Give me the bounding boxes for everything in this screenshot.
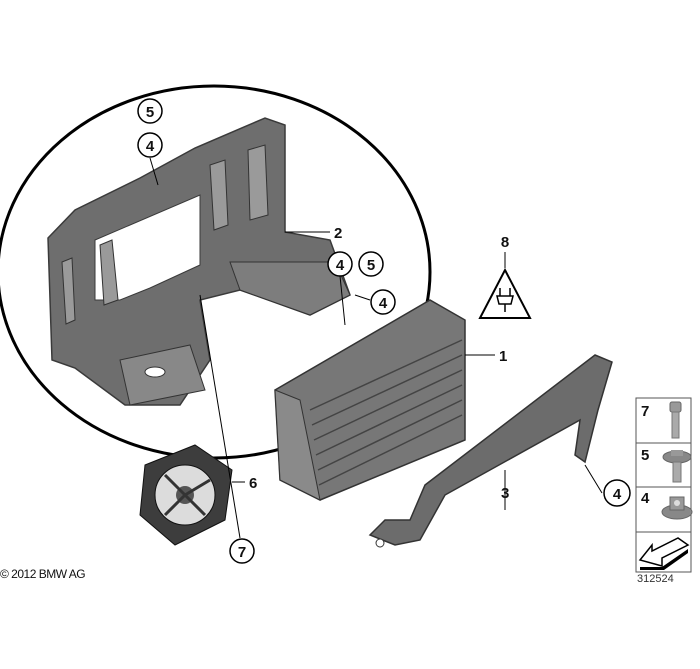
screw-icon [669,401,682,439]
legend-number: 4 [641,490,650,507]
flange-bolt-icon [662,450,692,483]
fastener-legend: 7 5 4 [635,397,693,573]
callout-number: 4 [613,486,622,503]
callout-bracket-nut-4[interactable]: 4 [370,289,396,315]
callout-number: 7 [238,544,246,561]
callout-number: 4 [146,138,155,155]
callout-bracket-top-4[interactable]: 4 [137,132,163,158]
callout-holder-nut-4[interactable]: 4 [603,479,631,507]
callout-bracket-2[interactable]: 2 [334,225,342,242]
callout-warning-8[interactable]: 8 [501,234,509,251]
callout-fan-screw-7[interactable]: 7 [229,538,255,564]
callout-number: 5 [146,104,154,121]
callout-bracket-screw-4[interactable]: 4 [327,251,353,277]
callout-control-unit-1[interactable]: 1 [499,348,507,365]
callout-number: 5 [367,257,375,274]
callout-number: 4 [379,295,388,312]
fan-part[interactable] [139,444,233,546]
callout-bracket-screw-5[interactable]: 5 [358,251,384,277]
flange-nut-icon [661,496,693,520]
electric-warning-icon [478,267,532,319]
legend-number: 5 [641,447,649,464]
control-unit-part[interactable] [274,299,466,501]
copyright-text: © 2012 BMW AG [0,567,86,581]
callout-number: 4 [336,257,345,274]
drawing-number: 312524 [637,573,674,585]
direction-arrow-icon [638,537,690,570]
callout-fan-6[interactable]: 6 [249,475,257,492]
legend-number: 7 [641,403,649,420]
callout-bracket-top-5[interactable]: 5 [137,98,163,124]
bracket-part[interactable] [47,117,351,406]
holder-part[interactable] [368,354,613,548]
callout-holder-3[interactable]: 3 [501,485,509,502]
leader-lines [149,157,603,539]
